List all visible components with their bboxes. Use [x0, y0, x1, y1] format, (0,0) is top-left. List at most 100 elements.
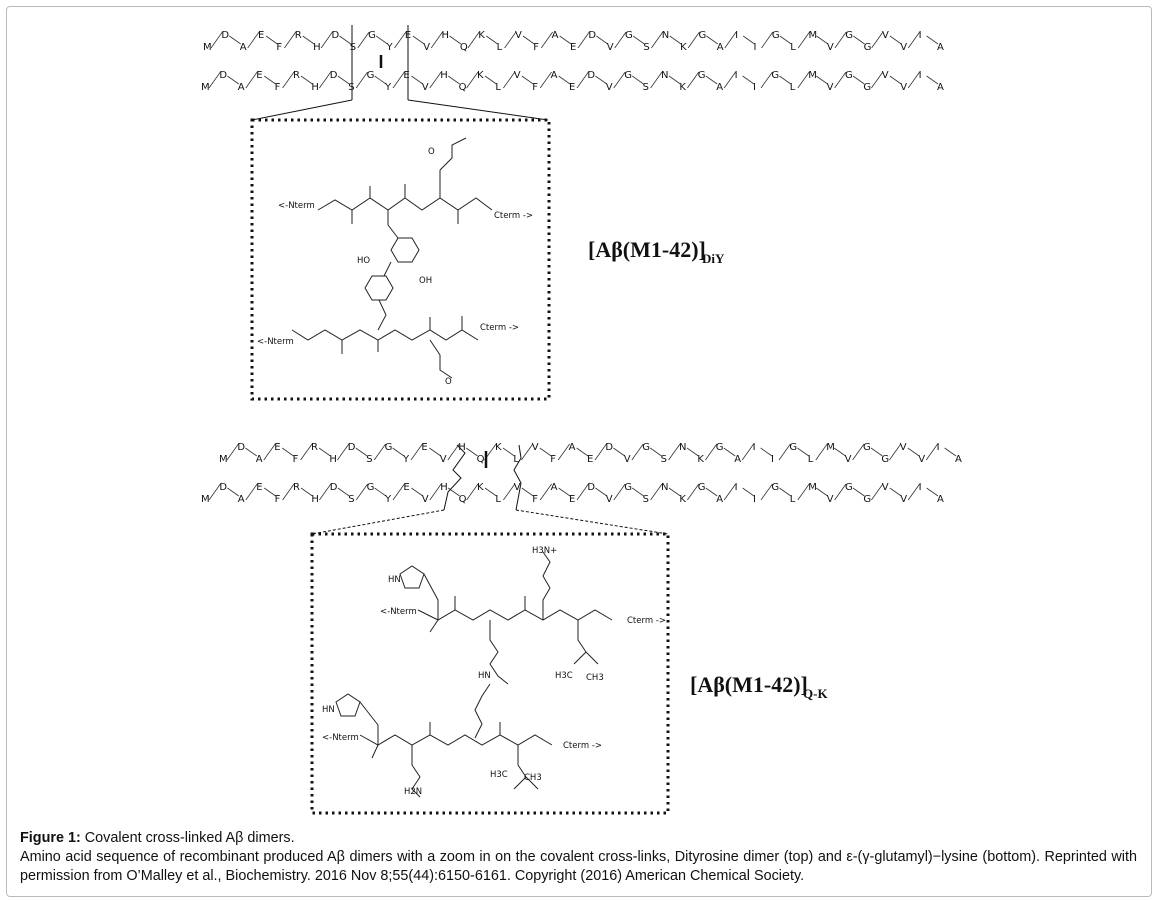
sequence-bond [284, 31, 297, 49]
sequence-residue: D [330, 482, 338, 493]
sequence-bond [226, 443, 239, 461]
sequence-residue: A [569, 442, 576, 453]
sequence-residue: G [863, 442, 871, 453]
sequence-residue: V [514, 70, 521, 81]
sequence-bond [247, 31, 260, 49]
sequence-bond [394, 31, 407, 49]
sequence-residue: R [311, 442, 318, 453]
sequence-residue: V [827, 82, 834, 93]
sequence-bond [375, 35, 388, 45]
sequence-bond [484, 487, 497, 497]
sequence-residue: D [587, 482, 595, 493]
sequence-residue: K [697, 454, 704, 465]
sequence-bond [687, 483, 700, 501]
sequence-residue: G [367, 482, 375, 493]
sequence-bond [540, 31, 553, 49]
sequence-bond [227, 75, 240, 85]
sequence-residue: L [790, 82, 796, 93]
sequence-bond [410, 443, 423, 461]
sequence-bond [392, 447, 405, 457]
sequence-residue: A [238, 82, 245, 93]
sequence-bond [245, 483, 258, 501]
sequence-residue: Q [459, 494, 467, 505]
sequence-residue: Y [384, 82, 392, 93]
dityrosine-nterm-bottom: <-Nterm [257, 337, 294, 347]
sequence-bond [870, 447, 883, 457]
sequence-residue: I [771, 454, 774, 465]
sequence-residue: S [643, 494, 649, 505]
sequence-bond [282, 483, 295, 501]
sequence-residue: F [276, 42, 282, 53]
sequence-residue: E [256, 482, 262, 493]
sequence-residue: D [330, 70, 338, 81]
sequence-bond [889, 487, 902, 497]
sequence-residue: A [937, 42, 944, 53]
sequence-residue: G [642, 442, 650, 453]
sequence-bond [521, 75, 534, 85]
sequence-residue: G [368, 30, 376, 41]
sequence-bond [889, 443, 902, 461]
sequence-bond [742, 487, 755, 497]
sequence-residue: M [808, 70, 817, 81]
qk-zoom-box [310, 532, 670, 815]
sequence-bond [668, 75, 681, 85]
caption-label: Figure 1: [20, 830, 81, 846]
caption-body: Amino acid sequence of recombinant produ… [20, 849, 1137, 884]
qk-label: [Aβ(M1-42)] [690, 672, 808, 697]
sequence-bond [852, 443, 865, 461]
qk-h2n: H2N [404, 787, 422, 797]
sequence-bond [668, 487, 681, 497]
sequence-residue: M [809, 30, 818, 41]
sequence-bond [797, 483, 810, 501]
sequence-residue: A [937, 82, 944, 93]
sequence-residue: A [240, 42, 247, 53]
sequence-bond [595, 487, 608, 497]
sequence-bond [815, 443, 828, 461]
dityrosine-o-bottom: O [445, 377, 452, 387]
sequence-bond [263, 75, 276, 85]
sequence-residue: N [661, 70, 668, 81]
sequence-residue: I [735, 70, 738, 81]
qk-cterm-top: Cterm -> [627, 616, 666, 626]
sequence-bond [650, 483, 663, 501]
sequence-bond [907, 71, 920, 89]
sequence-residue: F [275, 82, 281, 93]
sequence-row-top-2: MDAEFRHDSGYEVHQKLVFAEDVGSNKGAIIGLMVGGVVI… [201, 70, 944, 93]
sequence-residue: K [680, 42, 687, 53]
sequence-residue: V [606, 494, 613, 505]
sequence-bond [392, 483, 405, 501]
sequence-row-top-1: MDAEFRHDSGYEVHQKLVFAEDVGSNKGAIIGLMVGGVVI… [203, 30, 944, 53]
sequence-bond [834, 483, 847, 501]
sequence-residue: Q [477, 454, 485, 465]
sequence-residue: V [918, 454, 925, 465]
sequence-bond [229, 35, 241, 45]
sequence-bond [449, 35, 462, 45]
sequence-residue: L [790, 494, 796, 505]
sequence-residue: G [385, 442, 393, 453]
sequence-residue: S [350, 42, 356, 53]
sequence-residue: H [313, 42, 321, 53]
sequence-residue: A [256, 454, 263, 465]
sequence-residue: L [790, 42, 796, 53]
sequence-residue: M [203, 42, 212, 53]
sequence-bond [337, 487, 350, 497]
sequence-bond [631, 487, 644, 497]
sequence-bond [337, 75, 350, 85]
sequence-residue: G [789, 442, 797, 453]
sequence-bond [465, 447, 478, 457]
sequence-bond [871, 31, 884, 49]
dityrosine-ho: HO [357, 256, 370, 266]
sequence-residue: I [735, 482, 738, 493]
sequence-bond [632, 35, 645, 45]
sequence-residue: D [348, 442, 356, 453]
sequence-bond [484, 75, 497, 85]
sequence-residue: A [551, 70, 558, 81]
sequence-residue: I [753, 82, 756, 93]
sequence-residue: H [329, 454, 337, 465]
sequence-bond [705, 443, 718, 461]
qk-ch3-bottom: CH3 [524, 773, 542, 783]
sequence-residue: R [293, 482, 300, 493]
sequence-bond [907, 31, 920, 49]
sequence-residue: L [495, 494, 501, 505]
sequence-residue: G [845, 482, 853, 493]
